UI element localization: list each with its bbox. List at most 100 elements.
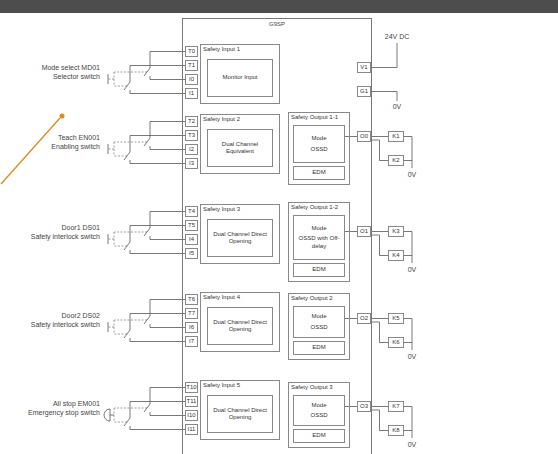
- wire: [371, 140, 388, 161]
- node-text: T2: [188, 118, 195, 126]
- label-text: Teach EN001: [0, 133, 100, 142]
- label-text: 0V: [404, 352, 420, 361]
- wire: [371, 235, 388, 256]
- label-text: Safety interlock switch: [0, 320, 100, 329]
- terminal-box: O2: [357, 313, 371, 324]
- node-text: I10: [187, 412, 195, 420]
- label-text: 0V: [404, 265, 420, 274]
- node-text: I11: [188, 426, 196, 434]
- terminal-box: I11: [185, 424, 198, 435]
- terminal-box: T10: [185, 382, 198, 393]
- wire: [371, 318, 388, 319]
- node-text: T11: [187, 398, 197, 406]
- node-text: Safety Output 2: [291, 295, 347, 303]
- node-text: Mode: [311, 225, 326, 233]
- edm-box: EDM: [293, 429, 345, 443]
- terminal-box: G1: [357, 86, 371, 97]
- node-text: O0: [360, 133, 368, 141]
- controller-box: G9SPSafety Input 1Monitor InputT0T1I0I1S…: [182, 18, 372, 454]
- node-text: K6: [392, 339, 399, 347]
- node-text: EDM: [312, 266, 325, 274]
- mechanical-link: [108, 320, 147, 334]
- switch-actuator: [108, 144, 109, 154]
- node-text: Safety Input 5: [203, 382, 277, 390]
- node-text: Mode: [311, 135, 326, 143]
- relay-coil: K2: [388, 155, 404, 166]
- mechanical-link: [108, 72, 147, 86]
- mechanical-link: [108, 232, 147, 246]
- ground-wire: [404, 137, 412, 169]
- mechanical-link: [114, 408, 147, 422]
- label-text: All stop EM001: [0, 399, 100, 408]
- ossd-box: ModeOSSD with Off-delay: [293, 215, 345, 260]
- node-text: G9SP: [183, 19, 371, 29]
- safety-input-block: Safety Input 3Dual Channel Direct Openin…: [200, 204, 280, 264]
- node-text: Safety Input 2: [203, 116, 277, 124]
- label-text: 0V: [404, 170, 420, 179]
- relay-coil: K1: [388, 131, 404, 142]
- node-text: V1: [360, 64, 367, 72]
- node-text: Mode: [311, 402, 326, 410]
- ground-wire: [404, 319, 412, 351]
- terminal-box: I2: [185, 144, 198, 155]
- node-text: K7: [392, 403, 399, 411]
- label-text: Door1 DS01: [0, 223, 100, 232]
- terminal-box: O1: [357, 226, 371, 237]
- wire: [371, 136, 388, 137]
- relay-coil: K4: [388, 250, 404, 261]
- terminal-box: T4: [185, 206, 198, 217]
- relay-coil: K6: [388, 337, 404, 348]
- label-text: 0V: [389, 102, 405, 111]
- switch-actuator: [108, 74, 109, 84]
- terminal-box: I5: [185, 248, 198, 259]
- node-text: I7: [189, 338, 194, 346]
- terminal-box: I7: [185, 336, 198, 347]
- label-text: Enabling switch: [0, 142, 100, 151]
- node-text: K8: [392, 427, 399, 435]
- node-text: I4: [189, 236, 194, 244]
- wire: [345, 318, 357, 319]
- node-text: EDM: [312, 344, 325, 352]
- node-text: Safety Input 3: [203, 206, 277, 214]
- safety-output-block: Safety Output 1-1ModeOSSDEDM: [288, 112, 350, 185]
- node-text: Safety Output 3: [291, 384, 347, 392]
- node-text: O2: [360, 315, 368, 323]
- switch-actuator: [108, 322, 109, 332]
- node-text: EDM: [312, 432, 325, 440]
- mechanical-links: [108, 72, 147, 422]
- node-text: O3: [360, 403, 368, 411]
- output-wiring: [371, 43, 412, 438]
- node-text: T0: [188, 48, 195, 56]
- terminal-box: T6: [185, 294, 198, 305]
- wire: [371, 231, 388, 232]
- node-text: Dual Channel Equivalent: [210, 141, 270, 156]
- top-bar: [0, 0, 558, 13]
- node-text: O1: [360, 228, 368, 236]
- terminal-box: I10: [185, 410, 198, 421]
- supply-wire: [371, 43, 397, 68]
- node-text: Safety Output 1-2: [291, 204, 347, 212]
- node-text: Safety Output 1-1: [291, 114, 347, 122]
- node-text: K3: [392, 228, 399, 236]
- switch-contacts: [124, 122, 185, 164]
- switch-contacts: [124, 52, 185, 94]
- input-function-box: Dual Channel Direct Opening: [207, 395, 273, 433]
- terminal-box: T5: [185, 220, 198, 231]
- terminal-box: I6: [185, 322, 198, 333]
- node-text: I0: [189, 76, 194, 84]
- label-text: 24V DC: [380, 32, 414, 41]
- edm-box: EDM: [293, 166, 345, 180]
- node-text: K1: [392, 133, 399, 141]
- switch-contacts: [124, 212, 185, 254]
- terminal-box: I4: [185, 234, 198, 245]
- edm-box: EDM: [293, 341, 345, 355]
- terminal-box: T3: [185, 130, 198, 141]
- label-text: 0V: [404, 440, 420, 449]
- wire: [345, 406, 357, 407]
- label-text: Mode select MD01: [0, 63, 100, 72]
- wire: [345, 231, 357, 232]
- estop-mushroom: [104, 409, 114, 421]
- relay-coil: K5: [388, 313, 404, 324]
- node-text: OSSD: [310, 412, 327, 420]
- terminal-box: T2: [185, 116, 198, 127]
